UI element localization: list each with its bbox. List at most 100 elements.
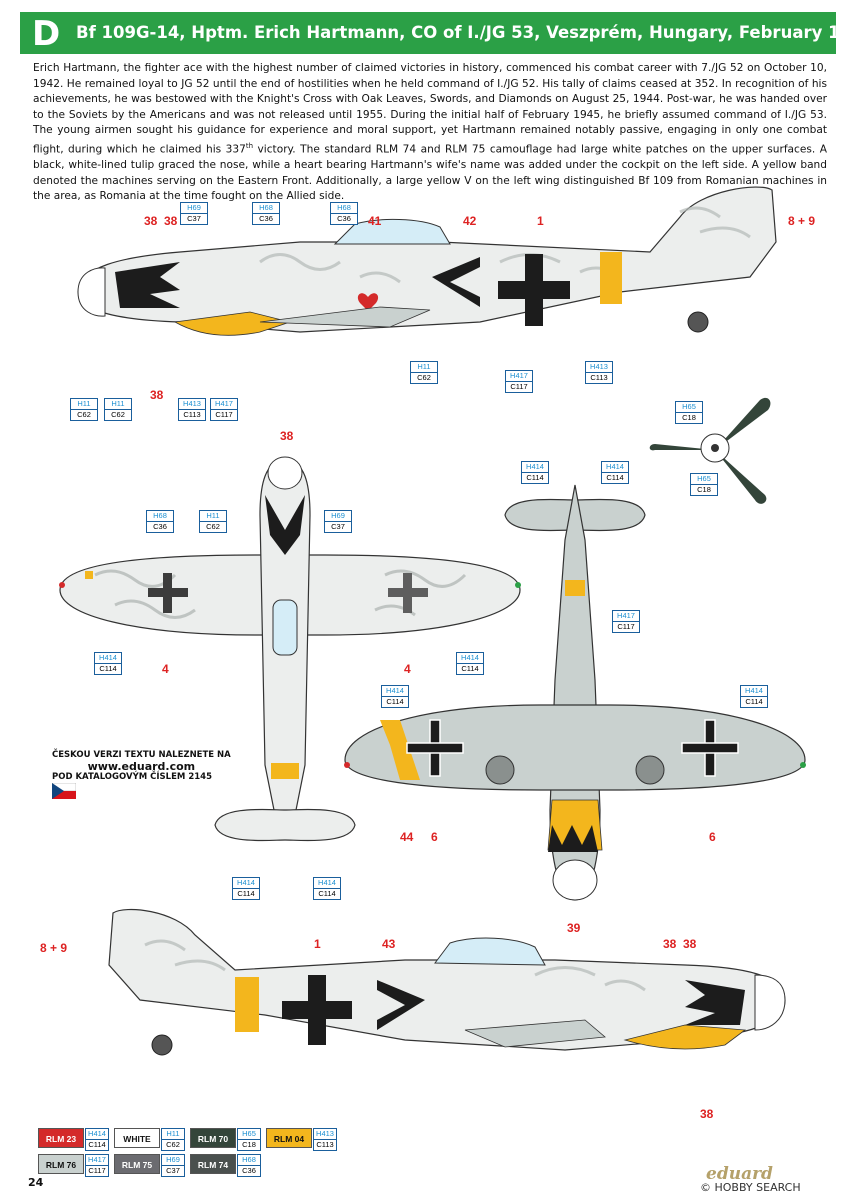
humbrol-code: H11 [411, 362, 437, 373]
humbrol-code: H65 [676, 402, 702, 413]
history-text: Erich Hartmann, the fighter ace with the… [33, 61, 827, 205]
legend-swatch: RLM 04 [266, 1128, 312, 1148]
mr-color-code: C114 [526, 473, 544, 482]
humbrol-code: H414 [314, 878, 340, 889]
callout-38: 38 [683, 937, 697, 951]
mr-color-code: C113 [316, 1140, 334, 1149]
humbrol-code: H414 [522, 462, 548, 473]
callout-41: 41 [368, 214, 382, 228]
mr-color-code: C114 [237, 889, 255, 898]
watermark: © HOBBY SEARCH [700, 1181, 801, 1194]
humbrol-code: H68 [253, 203, 279, 214]
humbrol-code: H417 [506, 371, 532, 382]
callout-6: 6 [431, 830, 438, 844]
legend-swatch: WHITE [114, 1128, 160, 1148]
humbrol-code: H417 [86, 1155, 108, 1166]
history-text-sup: th [245, 141, 254, 150]
mr-color-code: C62 [166, 1140, 180, 1149]
legend-color-name: WHITE [123, 1134, 151, 1144]
mr-color-code: C117 [617, 622, 635, 631]
callout-38: 38 [280, 429, 294, 443]
top-view [59, 456, 521, 842]
humbrol-code: H414 [95, 653, 121, 664]
humbrol-code: H413 [586, 362, 612, 373]
mr-color-code: C62 [417, 373, 431, 382]
legend-color-name: RLM 75 [121, 1160, 153, 1170]
humbrol-code: H68 [238, 1155, 260, 1166]
mr-color-code: C62 [77, 410, 91, 419]
czech-note-line1: ČESKOU VERZI TEXTU NALEZNETE NA [52, 750, 231, 760]
humbrol-code: H69 [325, 511, 351, 522]
callout-1: 1 [314, 937, 321, 951]
mr-color-code: C18 [682, 413, 696, 422]
mr-color-code: C113 [183, 410, 201, 419]
humbrol-code: H413 [314, 1129, 336, 1140]
humbrol-code: H417 [613, 611, 639, 622]
website-link[interactable]: www.eduard.com [87, 760, 196, 773]
humbrol-code: H414 [741, 686, 767, 697]
mr-color-code: C36 [259, 214, 273, 223]
callout-6: 6 [709, 830, 716, 844]
eduard-logo: eduard [706, 1164, 773, 1184]
mr-color-code: C18 [697, 485, 711, 494]
mr-color-code: C62 [206, 522, 220, 531]
mr-color-code: C37 [187, 214, 201, 223]
mr-color-code: C37 [331, 522, 345, 531]
mr-color-code: C62 [111, 410, 125, 419]
callout-39: 39 [567, 921, 581, 935]
callout-38: 38 [144, 214, 158, 228]
humbrol-code: H11 [71, 399, 97, 410]
czech-note-line2: POD KATALOGOVÝM ČÍSLEM 2145 [52, 772, 212, 782]
callout-38: 38 [150, 388, 164, 402]
callout-44: 44 [400, 830, 414, 844]
czech-note: ČESKOU VERZI TEXTU NALEZNETE NA www.edua… [52, 750, 231, 783]
profile-title: Bf 109G-14, Hptm. Erich Hartmann, CO of … [76, 23, 848, 42]
mr-color-code: C114 [386, 697, 404, 706]
callout-42: 42 [463, 214, 477, 228]
mr-color-code: C18 [242, 1140, 256, 1149]
callout-8-9: 8 + 9 [788, 214, 816, 228]
callout-38: 38 [663, 937, 677, 951]
mr-color-code: C114 [606, 473, 624, 482]
humbrol-code: H414 [457, 653, 483, 664]
legend-swatch: RLM 74 [190, 1154, 236, 1174]
page-number: 24 [28, 1176, 44, 1189]
profile-header: D Bf 109G-14, Hptm. Erich Hartmann, CO o… [20, 12, 848, 54]
humbrol-code: H65 [238, 1129, 260, 1140]
profile-letter: D [32, 14, 61, 54]
callout-38: 38 [700, 1107, 714, 1121]
mr-color-code: C36 [242, 1166, 256, 1175]
humbrol-code: H414 [382, 686, 408, 697]
mr-color-code: C36 [337, 214, 351, 223]
humbrol-code: H413 [179, 399, 205, 410]
legend-swatch: RLM 70 [190, 1128, 236, 1148]
mr-color-code: C114 [88, 1140, 106, 1149]
legend-color-name: RLM 04 [273, 1134, 305, 1144]
mr-color-code: C117 [215, 410, 233, 419]
mr-color-code: C36 [153, 522, 167, 531]
humbrol-code: H11 [162, 1129, 184, 1140]
right-side-view [108, 908, 786, 1056]
mr-color-code: C117 [510, 382, 528, 391]
humbrol-code: H69 [162, 1155, 184, 1166]
callout-38: 38 [164, 214, 178, 228]
